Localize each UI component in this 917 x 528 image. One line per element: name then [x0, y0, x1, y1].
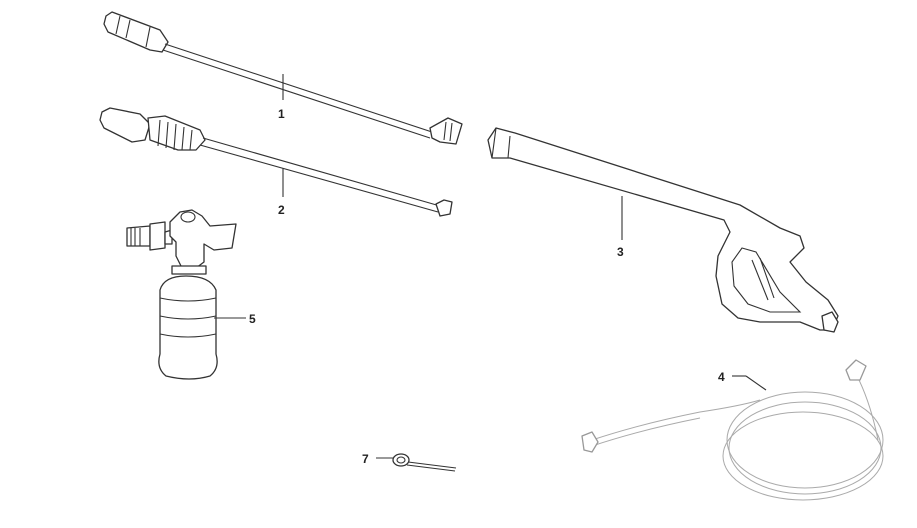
- part-label-1: 1: [278, 107, 285, 121]
- part-1-spray-wand: 1: [103, 11, 463, 145]
- part-label-4: 4: [718, 370, 725, 384]
- part-7-cleaning-tool: 7: [362, 452, 457, 472]
- part-label-7: 7: [362, 452, 369, 466]
- part-label-3: 3: [617, 245, 624, 259]
- part-label-2: 2: [278, 203, 285, 217]
- part-5-foam-cannon: 5: [126, 209, 256, 380]
- part-3-trigger-gun: 3: [487, 127, 839, 333]
- part-2-turbo-wand: 2: [99, 107, 453, 217]
- part-label-5: 5: [249, 312, 256, 326]
- part-4-hose: 4: [581, 359, 884, 501]
